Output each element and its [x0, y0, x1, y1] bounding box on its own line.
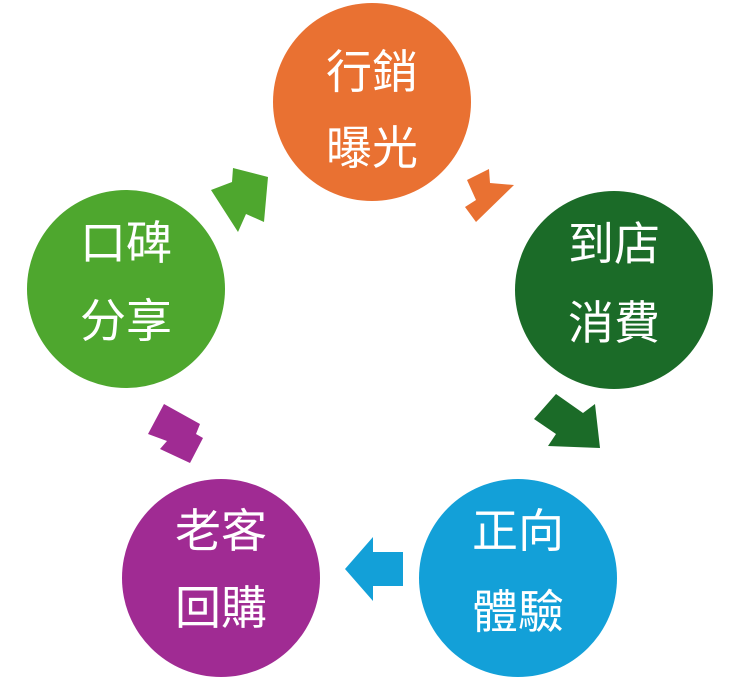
stage-experience-circle	[419, 479, 617, 677]
stage-visit-circle	[515, 191, 713, 389]
arrow-visit-to-experience-icon	[534, 394, 600, 448]
stage-experience-label-line1: 正向	[472, 504, 564, 558]
stage-repurchase-label-line2: 回購	[175, 581, 267, 635]
arrow-repurchase-to-referral-icon	[148, 404, 203, 463]
stage-exposure-label-line2: 曝光	[326, 121, 418, 175]
stage-repurchase-label-line1: 老客	[175, 504, 267, 558]
stage-experience-label-line2: 體驗	[472, 585, 564, 639]
arrow-exposure-to-visit-icon	[465, 169, 514, 222]
stage-visit-label-line2: 消費	[568, 296, 660, 350]
stage-referral-label-line2: 分享	[80, 294, 172, 348]
arrow-experience-to-repurchase-icon	[345, 537, 403, 601]
arrow-referral-to-exposure-icon	[211, 168, 268, 232]
stage-referral-circle	[27, 190, 225, 388]
stage-visit: 到店 消費	[515, 191, 713, 389]
stage-referral-label-line1: 口碑	[80, 216, 172, 270]
stage-repurchase: 老客 回購	[122, 479, 320, 677]
stage-exposure-label-line1: 行銷	[326, 45, 418, 99]
stage-exposure-circle	[273, 3, 471, 201]
stage-visit-label-line1: 到店	[568, 217, 660, 271]
stage-referral: 口碑 分享	[27, 190, 225, 388]
stage-repurchase-circle	[122, 479, 320, 677]
stage-exposure: 行銷 曝光	[273, 3, 471, 201]
stage-experience: 正向 體驗	[419, 479, 617, 677]
